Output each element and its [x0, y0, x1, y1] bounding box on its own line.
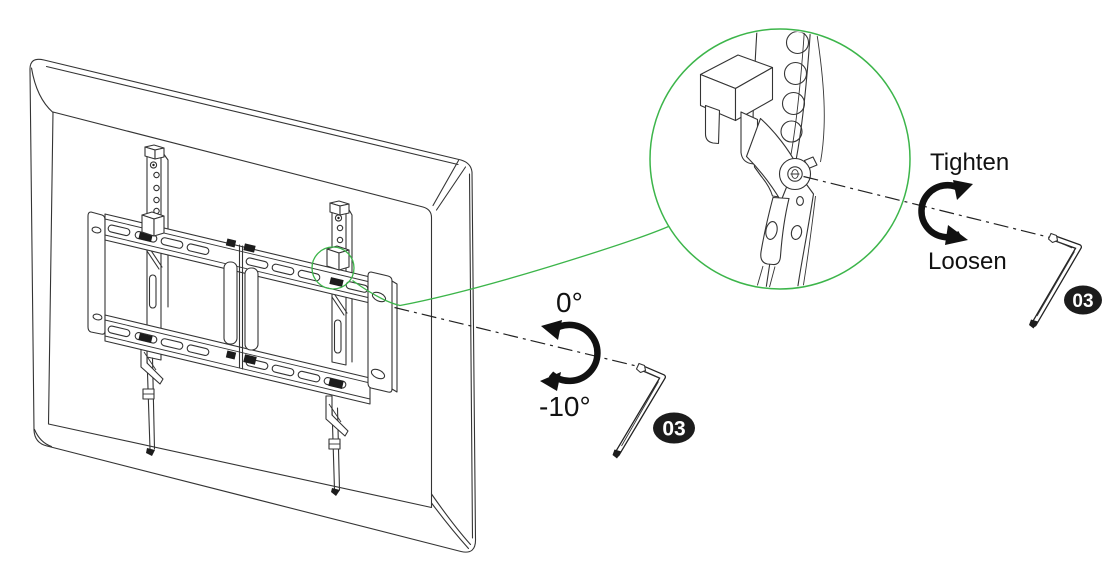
rail-slots — [107, 224, 369, 389]
tv-bracket-left — [140, 144, 169, 456]
wall-plate — [87, 211, 398, 405]
detail-view — [699, 30, 825, 288]
tool-badge-2: 03 — [1064, 285, 1102, 315]
tool-badge-2-label: 03 — [1072, 291, 1093, 312]
tilt-up-label: 0° — [556, 287, 583, 318]
tilt-down-label: -10° — [539, 391, 591, 422]
bracket-hook-left — [141, 211, 165, 237]
detail-tilt-screw — [778, 156, 818, 191]
detail-hook — [699, 54, 797, 288]
hex-key-icon — [612, 362, 666, 459]
tv-back-panel — [29, 58, 477, 553]
loosen-label: Loosen — [928, 248, 1007, 275]
callout-leader-line — [352, 225, 669, 307]
detail-callout-circle — [649, 28, 911, 290]
tool-badge-label: 03 — [662, 418, 685, 441]
tool-badge: 03 — [653, 412, 695, 444]
tighten-rotation-arrow-icon — [918, 180, 973, 245]
screw-axis-line — [803, 175, 1053, 239]
tighten-label: Tighten — [930, 149, 1009, 176]
plate-center-seam — [223, 238, 259, 370]
hex-key-icon-2 — [1029, 232, 1082, 329]
bracket-hook-right — [326, 245, 350, 271]
tilt-rotation-arrow-icon — [540, 320, 601, 391]
tv-bracket-right — [325, 200, 353, 496]
highlight-circle — [311, 246, 355, 290]
